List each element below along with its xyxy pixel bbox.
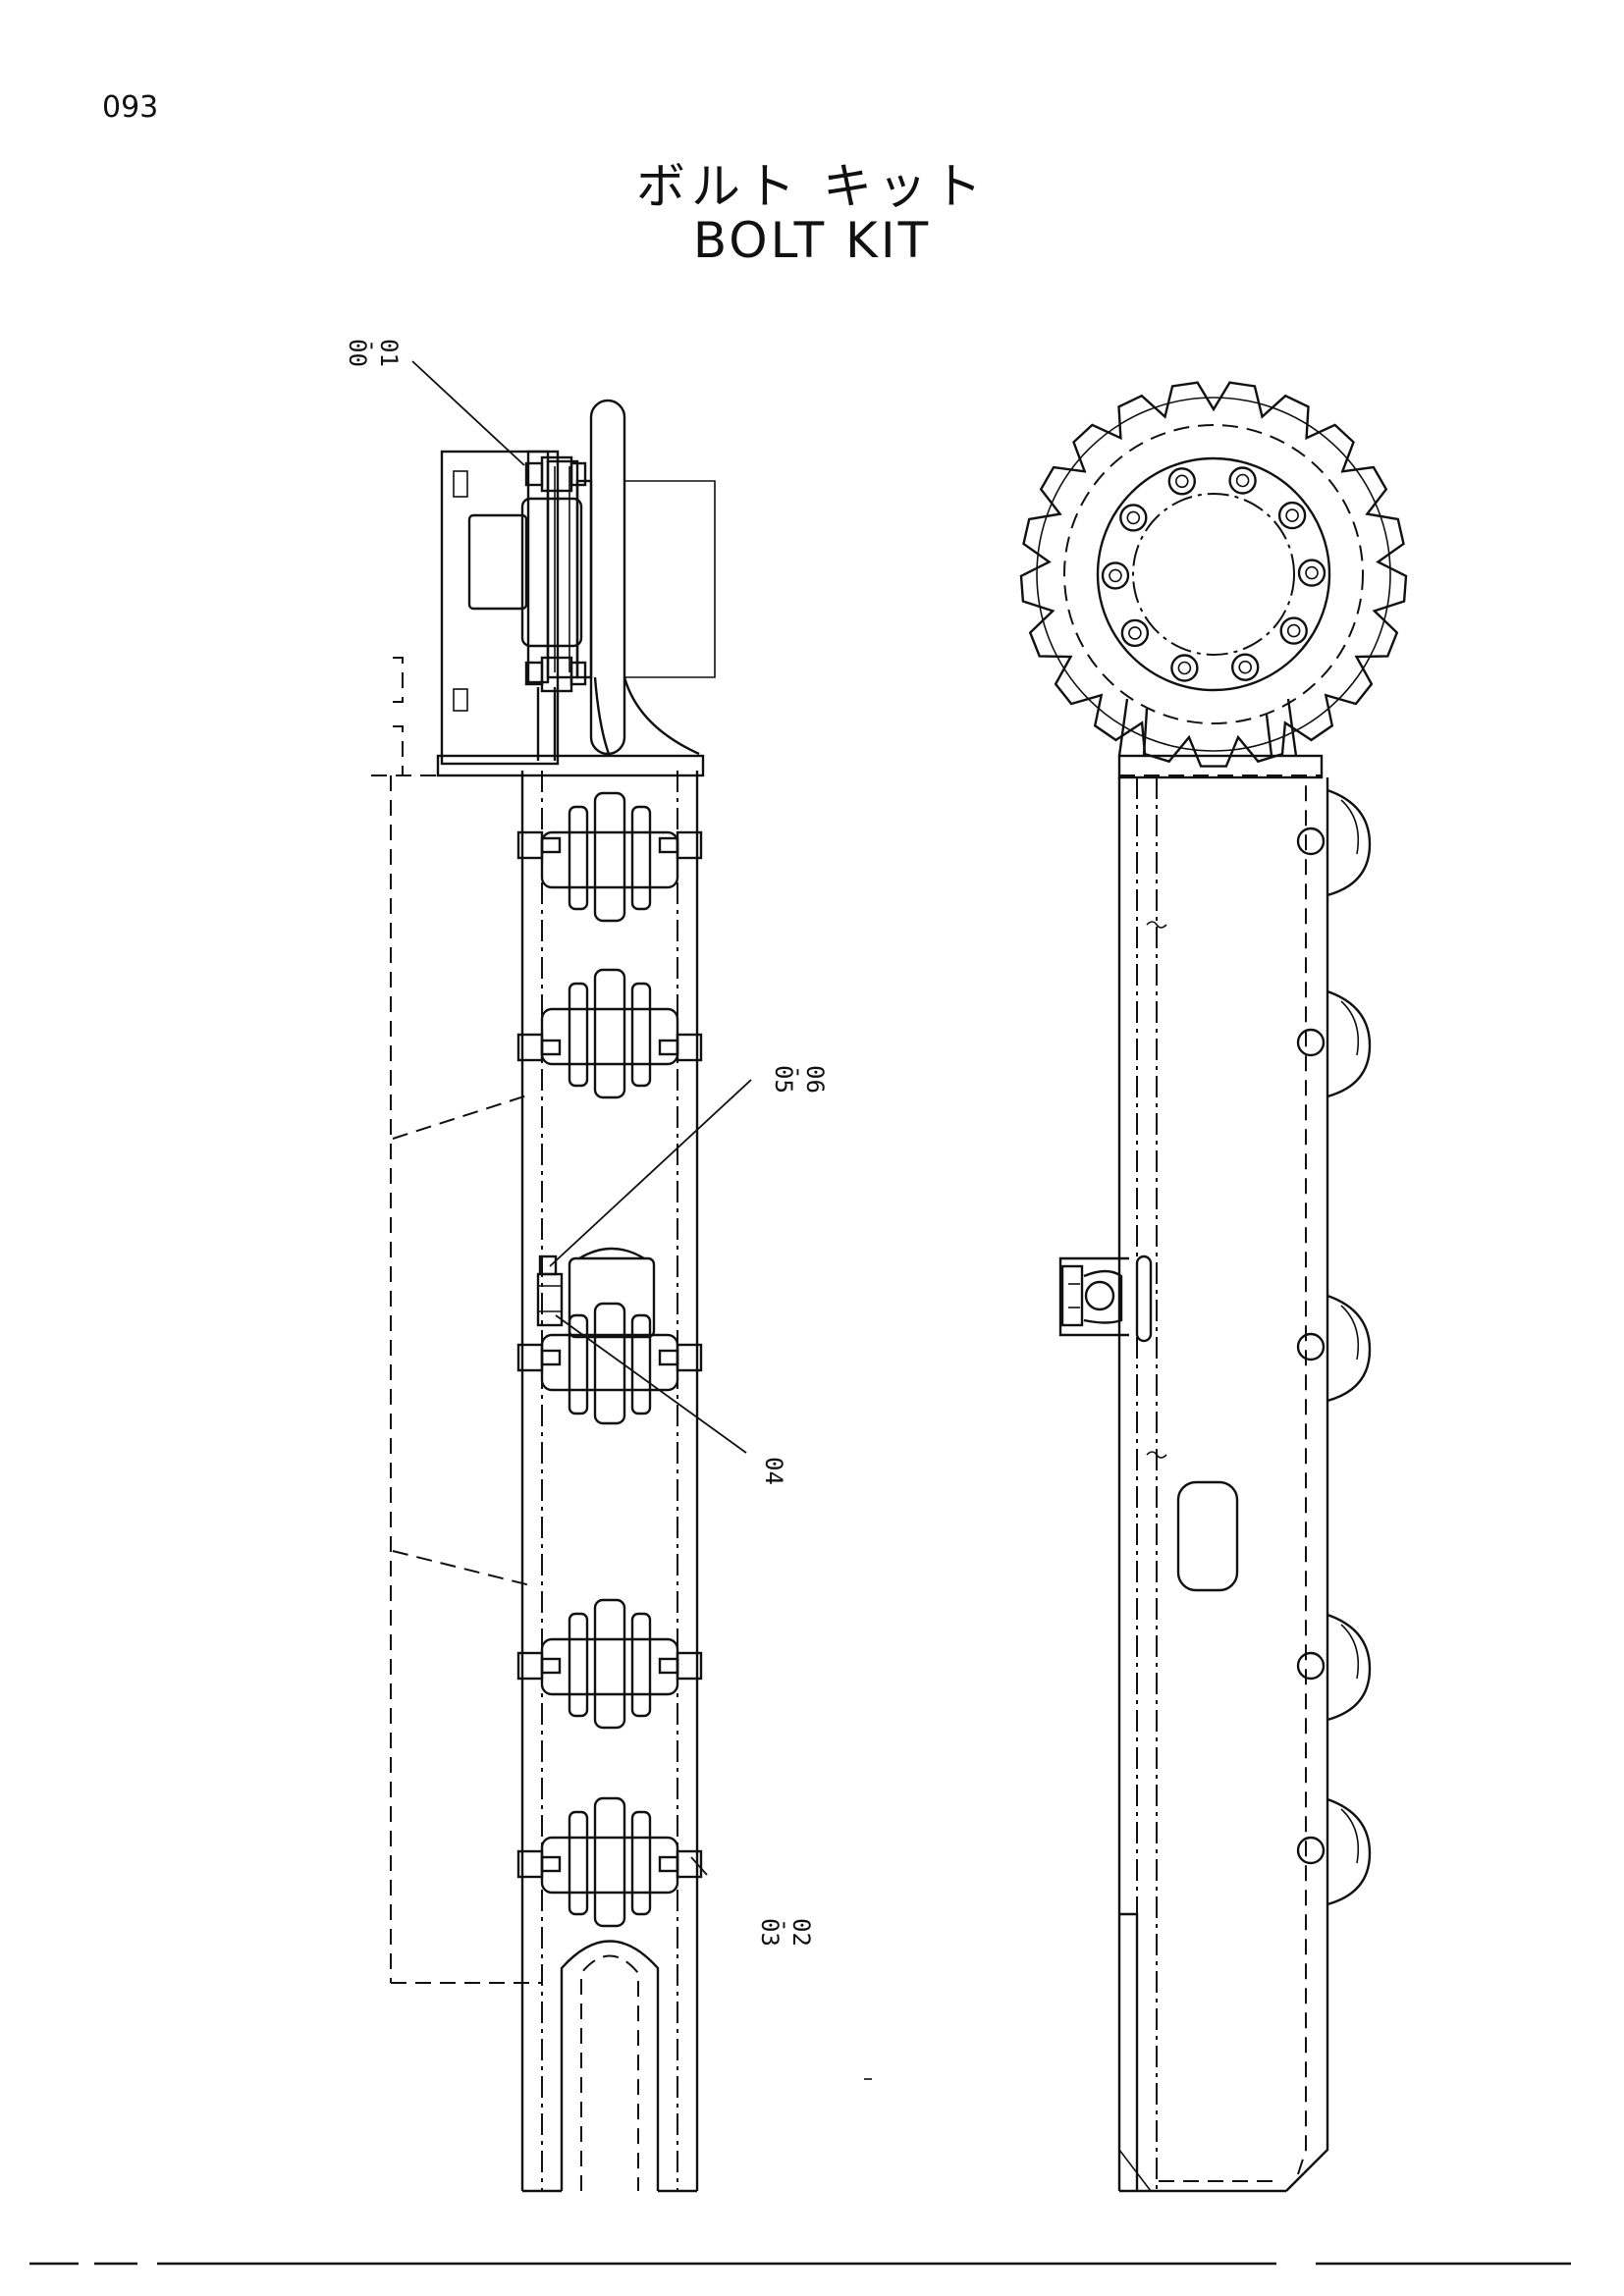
hub-bolt <box>1279 616 1308 645</box>
track-roller <box>516 791 703 923</box>
track-roller <box>516 1598 703 1730</box>
callout-part-no: 03 <box>756 1918 784 1947</box>
callout-05-06: 05 - 06 <box>770 1065 829 1094</box>
track-roller <box>516 1302 703 1425</box>
bottom-rule <box>29 2078 1571 2266</box>
side-roller <box>1296 989 1372 1098</box>
hub-bolt-hole <box>1305 565 1319 580</box>
hub-bolt-hole <box>1128 626 1142 640</box>
callout-separator: - <box>359 339 387 352</box>
hub-bolt-hole <box>1235 473 1250 488</box>
hub-bolt <box>1119 504 1148 532</box>
callout-separator: - <box>785 1065 813 1079</box>
hub-bolt <box>1277 501 1307 530</box>
callout-00-01: 00 - 01 <box>344 339 403 367</box>
hub-bolt-hole <box>1109 568 1122 583</box>
callout-part-no: 06 <box>801 1065 829 1094</box>
side-roller <box>1296 1797 1372 1906</box>
page-title-en: BOLT KIT <box>692 212 932 269</box>
hub-bolts <box>1101 466 1326 682</box>
right-view <box>1019 381 1408 2193</box>
hub-bolt <box>1170 654 1199 682</box>
track-roller <box>516 1796 703 1928</box>
hub-bolt <box>1101 561 1130 590</box>
hub-bolt <box>1228 466 1257 495</box>
sprocket-tooth-profile <box>1019 381 1408 768</box>
hub-bolt-hole <box>1175 474 1189 489</box>
callout-part-no: 05 <box>770 1065 797 1094</box>
callout-04: 04 <box>760 1457 787 1485</box>
track-roller <box>516 968 703 1099</box>
hub-bolt-hole <box>1126 510 1141 525</box>
hub-bolt <box>1120 618 1150 648</box>
hub-bolt-hole <box>1177 661 1192 675</box>
sprocket-teeth <box>1019 381 1408 768</box>
hub-bolt <box>1297 559 1326 587</box>
callout-part-no: 02 <box>787 1918 815 1947</box>
side-roller <box>1296 1613 1372 1722</box>
callout-part-no: 04 <box>760 1457 787 1485</box>
page-title-jp: ボルト キット <box>636 158 988 215</box>
callout-separator: - <box>772 1918 799 1932</box>
hub-bolt <box>1230 653 1260 681</box>
callout-03-02: 03 - 02 <box>756 1918 815 1947</box>
callout-part-no: 01 <box>375 339 403 367</box>
hub-bolt <box>1167 467 1197 496</box>
side-roller <box>1296 788 1372 897</box>
hub-bolt-hole <box>1286 623 1301 638</box>
hub-bolt-hole <box>1285 508 1299 522</box>
side-roller <box>1296 1294 1372 1403</box>
page-number: 093 <box>102 90 159 125</box>
left-view <box>371 360 752 2193</box>
hub-bolt-hole <box>1238 660 1252 674</box>
callout-part-no: 00 <box>344 339 371 367</box>
